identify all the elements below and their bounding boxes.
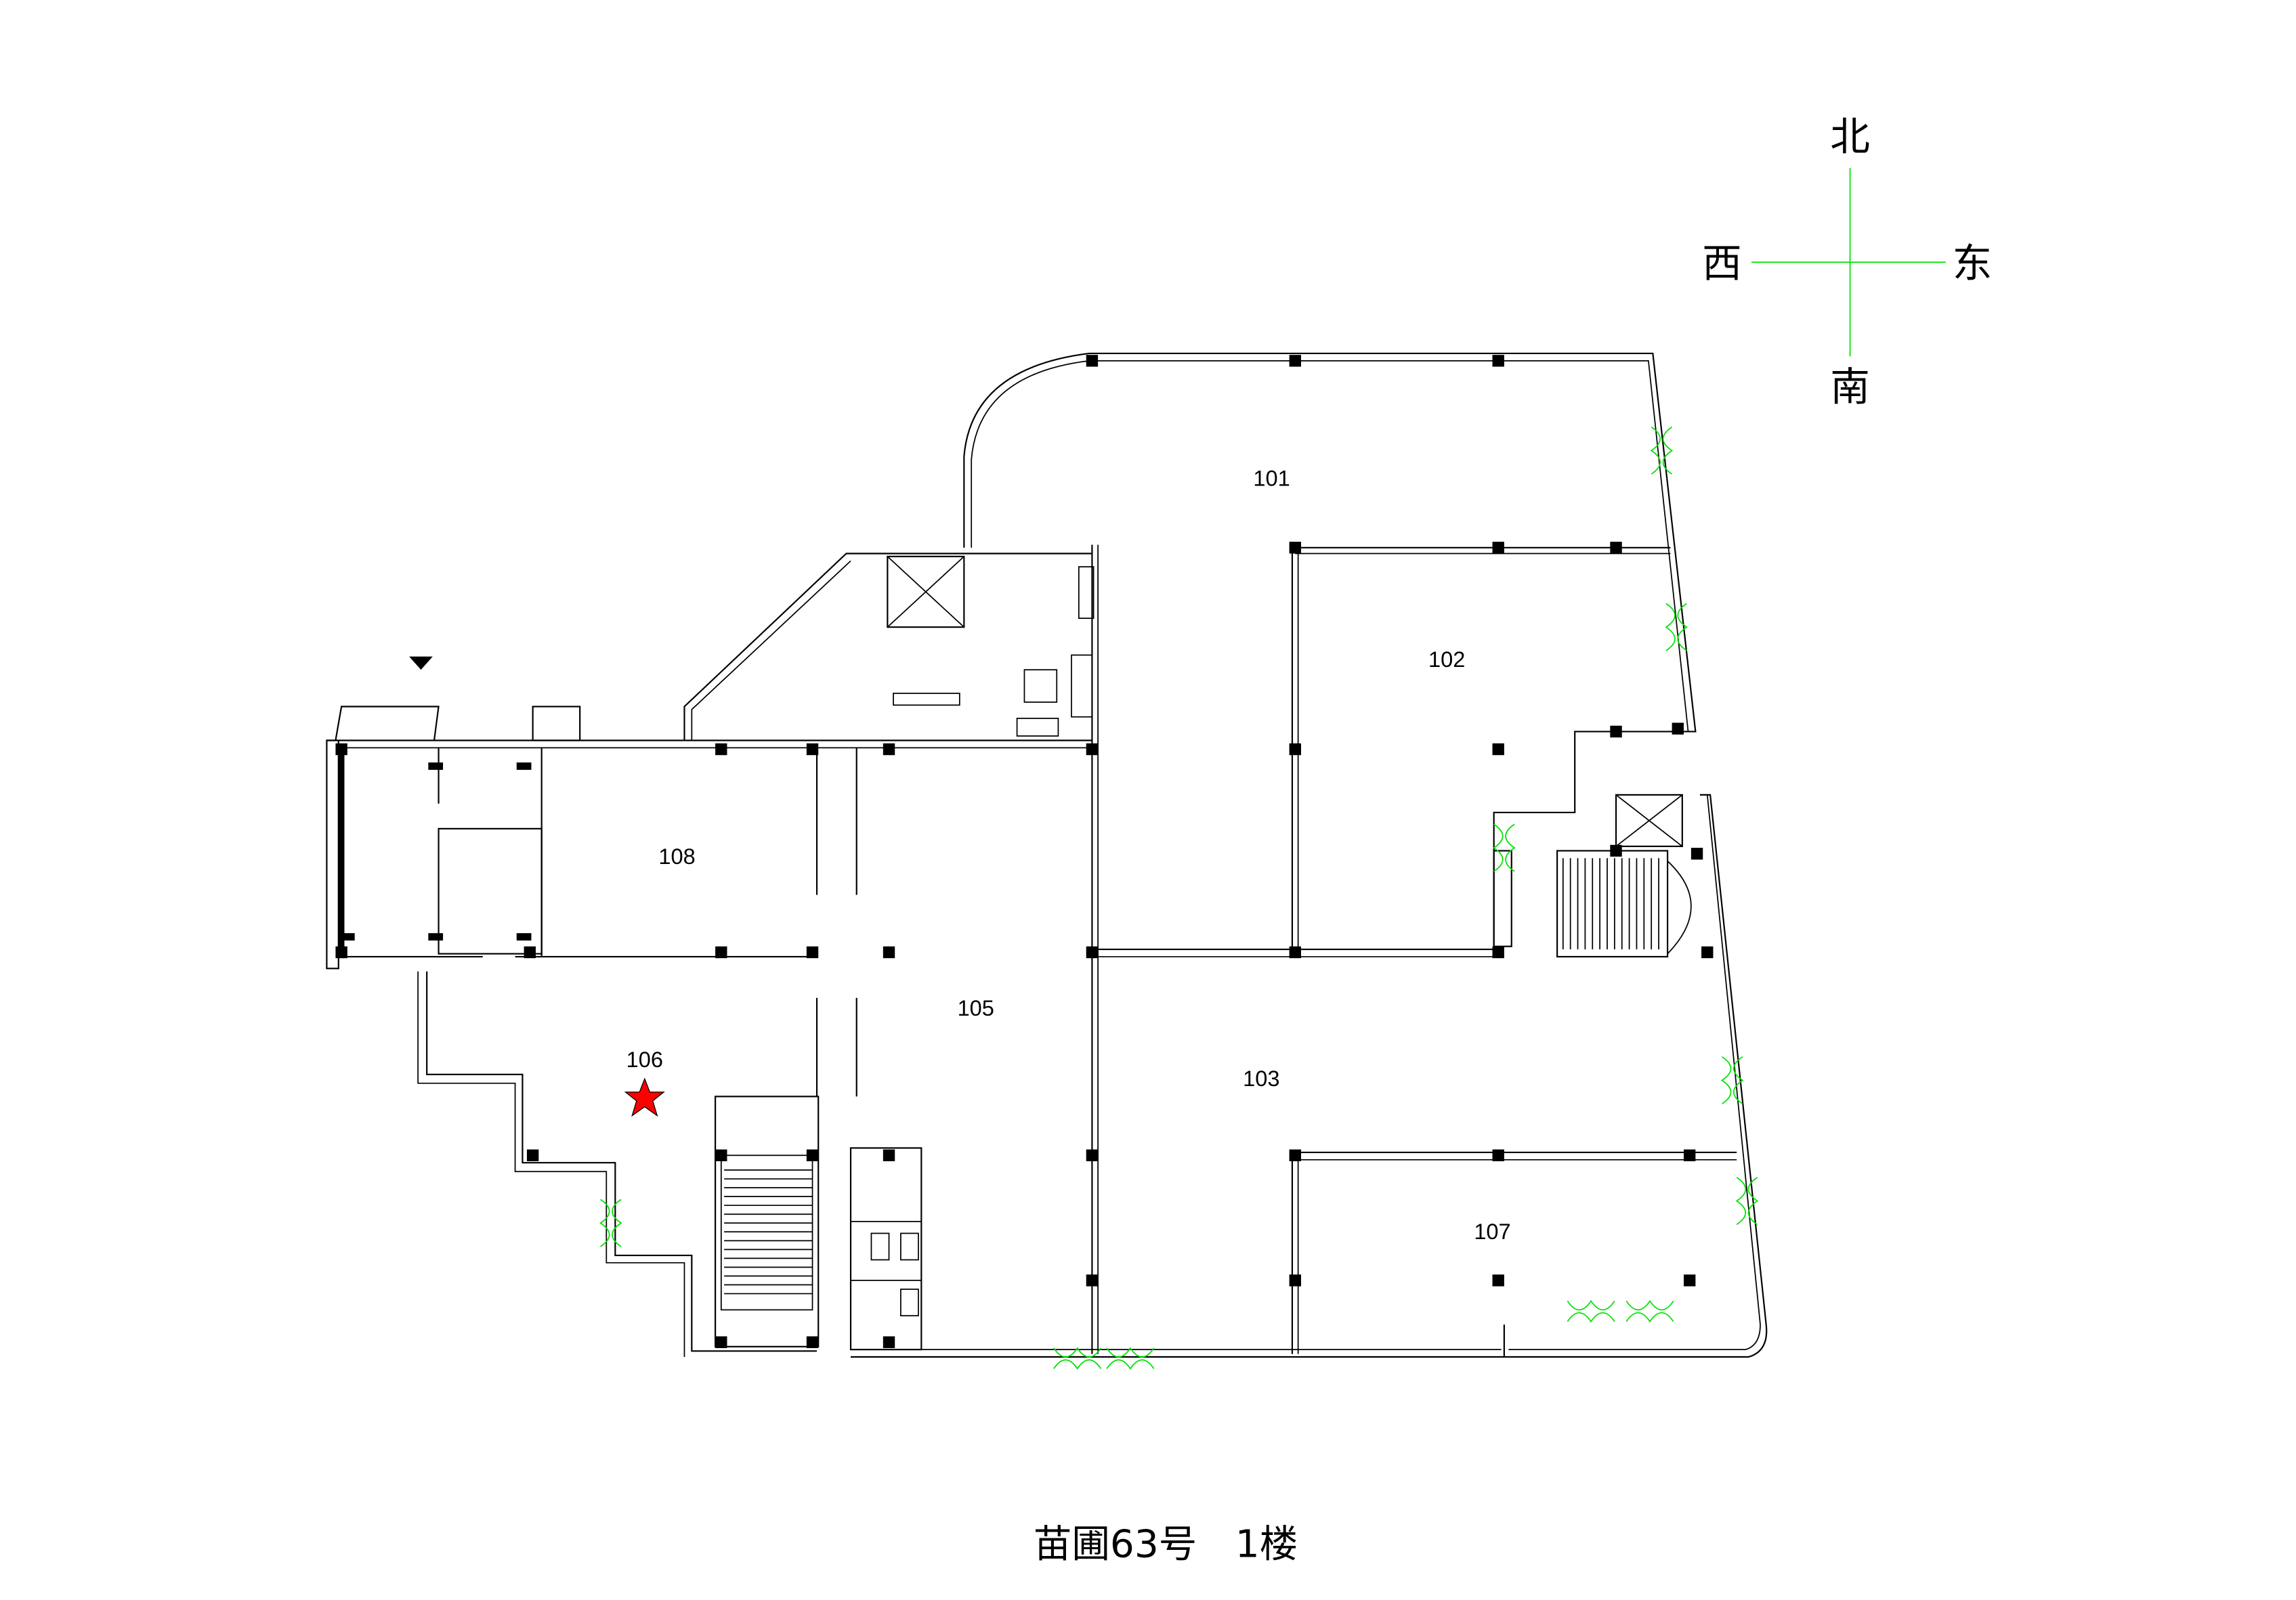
column: [1289, 1149, 1301, 1161]
compass-south: 南: [1830, 364, 1870, 410]
room-102-label: 102: [1428, 647, 1465, 672]
stair-treads-west: [724, 1169, 813, 1295]
window: [1650, 426, 1674, 475]
columns: [335, 355, 1714, 1348]
column: [1086, 946, 1099, 959]
column: [526, 1149, 539, 1161]
current-location-star-icon: [624, 1077, 665, 1117]
column: [715, 743, 727, 756]
column: [1289, 355, 1301, 367]
column: [1492, 743, 1504, 756]
column: [1086, 355, 1099, 367]
column: [428, 762, 444, 770]
column: [339, 933, 355, 941]
column: [806, 946, 819, 959]
window: [1106, 1347, 1155, 1370]
column: [806, 1336, 819, 1348]
column: [1289, 743, 1301, 756]
windows: [599, 426, 1759, 1370]
column: [335, 946, 347, 959]
column: [1086, 1149, 1099, 1161]
compass-east: 东: [1953, 240, 1993, 286]
column: [524, 946, 536, 959]
column: [1684, 1274, 1696, 1287]
column: [335, 743, 347, 756]
room-103-label: 103: [1243, 1066, 1279, 1091]
column: [516, 933, 532, 941]
column: [428, 933, 444, 941]
window: [1735, 1177, 1759, 1226]
column: [1701, 946, 1714, 959]
walls: [326, 352, 1768, 1358]
column: [1610, 725, 1622, 738]
window: [599, 1198, 622, 1247]
column: [1086, 743, 1099, 756]
room-106-label: 106: [626, 1047, 663, 1072]
window: [1720, 1056, 1744, 1104]
entrance-triangle-icon: [409, 656, 433, 670]
column: [1086, 1274, 1099, 1287]
window: [1567, 1299, 1615, 1323]
column: [883, 1149, 895, 1161]
room-108-label: 108: [658, 844, 695, 869]
compass-west: 西: [1702, 240, 1742, 286]
column: [806, 743, 819, 756]
room-107-label: 107: [1474, 1219, 1510, 1244]
column: [516, 762, 532, 770]
column: [1691, 848, 1703, 860]
column: [1492, 1149, 1504, 1161]
compass-north: 北: [1830, 114, 1870, 160]
column: [1492, 946, 1504, 959]
column: [1492, 542, 1504, 554]
column: [715, 946, 727, 959]
column: [1289, 946, 1301, 959]
plan-title: 苗圃63号 1楼: [1034, 1523, 1298, 1567]
column: [883, 743, 895, 756]
column: [1492, 1274, 1504, 1287]
window: [1665, 603, 1688, 651]
column: [806, 1149, 819, 1161]
column: [1492, 355, 1504, 367]
compass-rose: 北 西 东 南: [1702, 114, 1992, 410]
stair-treads-east: [1562, 858, 1659, 950]
column: [1610, 844, 1622, 857]
room-101-label: 101: [1253, 466, 1290, 491]
column: [715, 1336, 727, 1348]
window: [1053, 1347, 1102, 1370]
window: [1625, 1299, 1674, 1323]
column: [1672, 722, 1684, 735]
column: [1289, 1274, 1301, 1287]
column: [883, 1336, 895, 1348]
column: [1610, 542, 1622, 554]
window: [1493, 823, 1516, 872]
column: [715, 1149, 727, 1161]
column: [1684, 1149, 1696, 1161]
column: [1289, 542, 1301, 554]
room-105-label: 105: [958, 995, 994, 1020]
column: [883, 946, 895, 959]
